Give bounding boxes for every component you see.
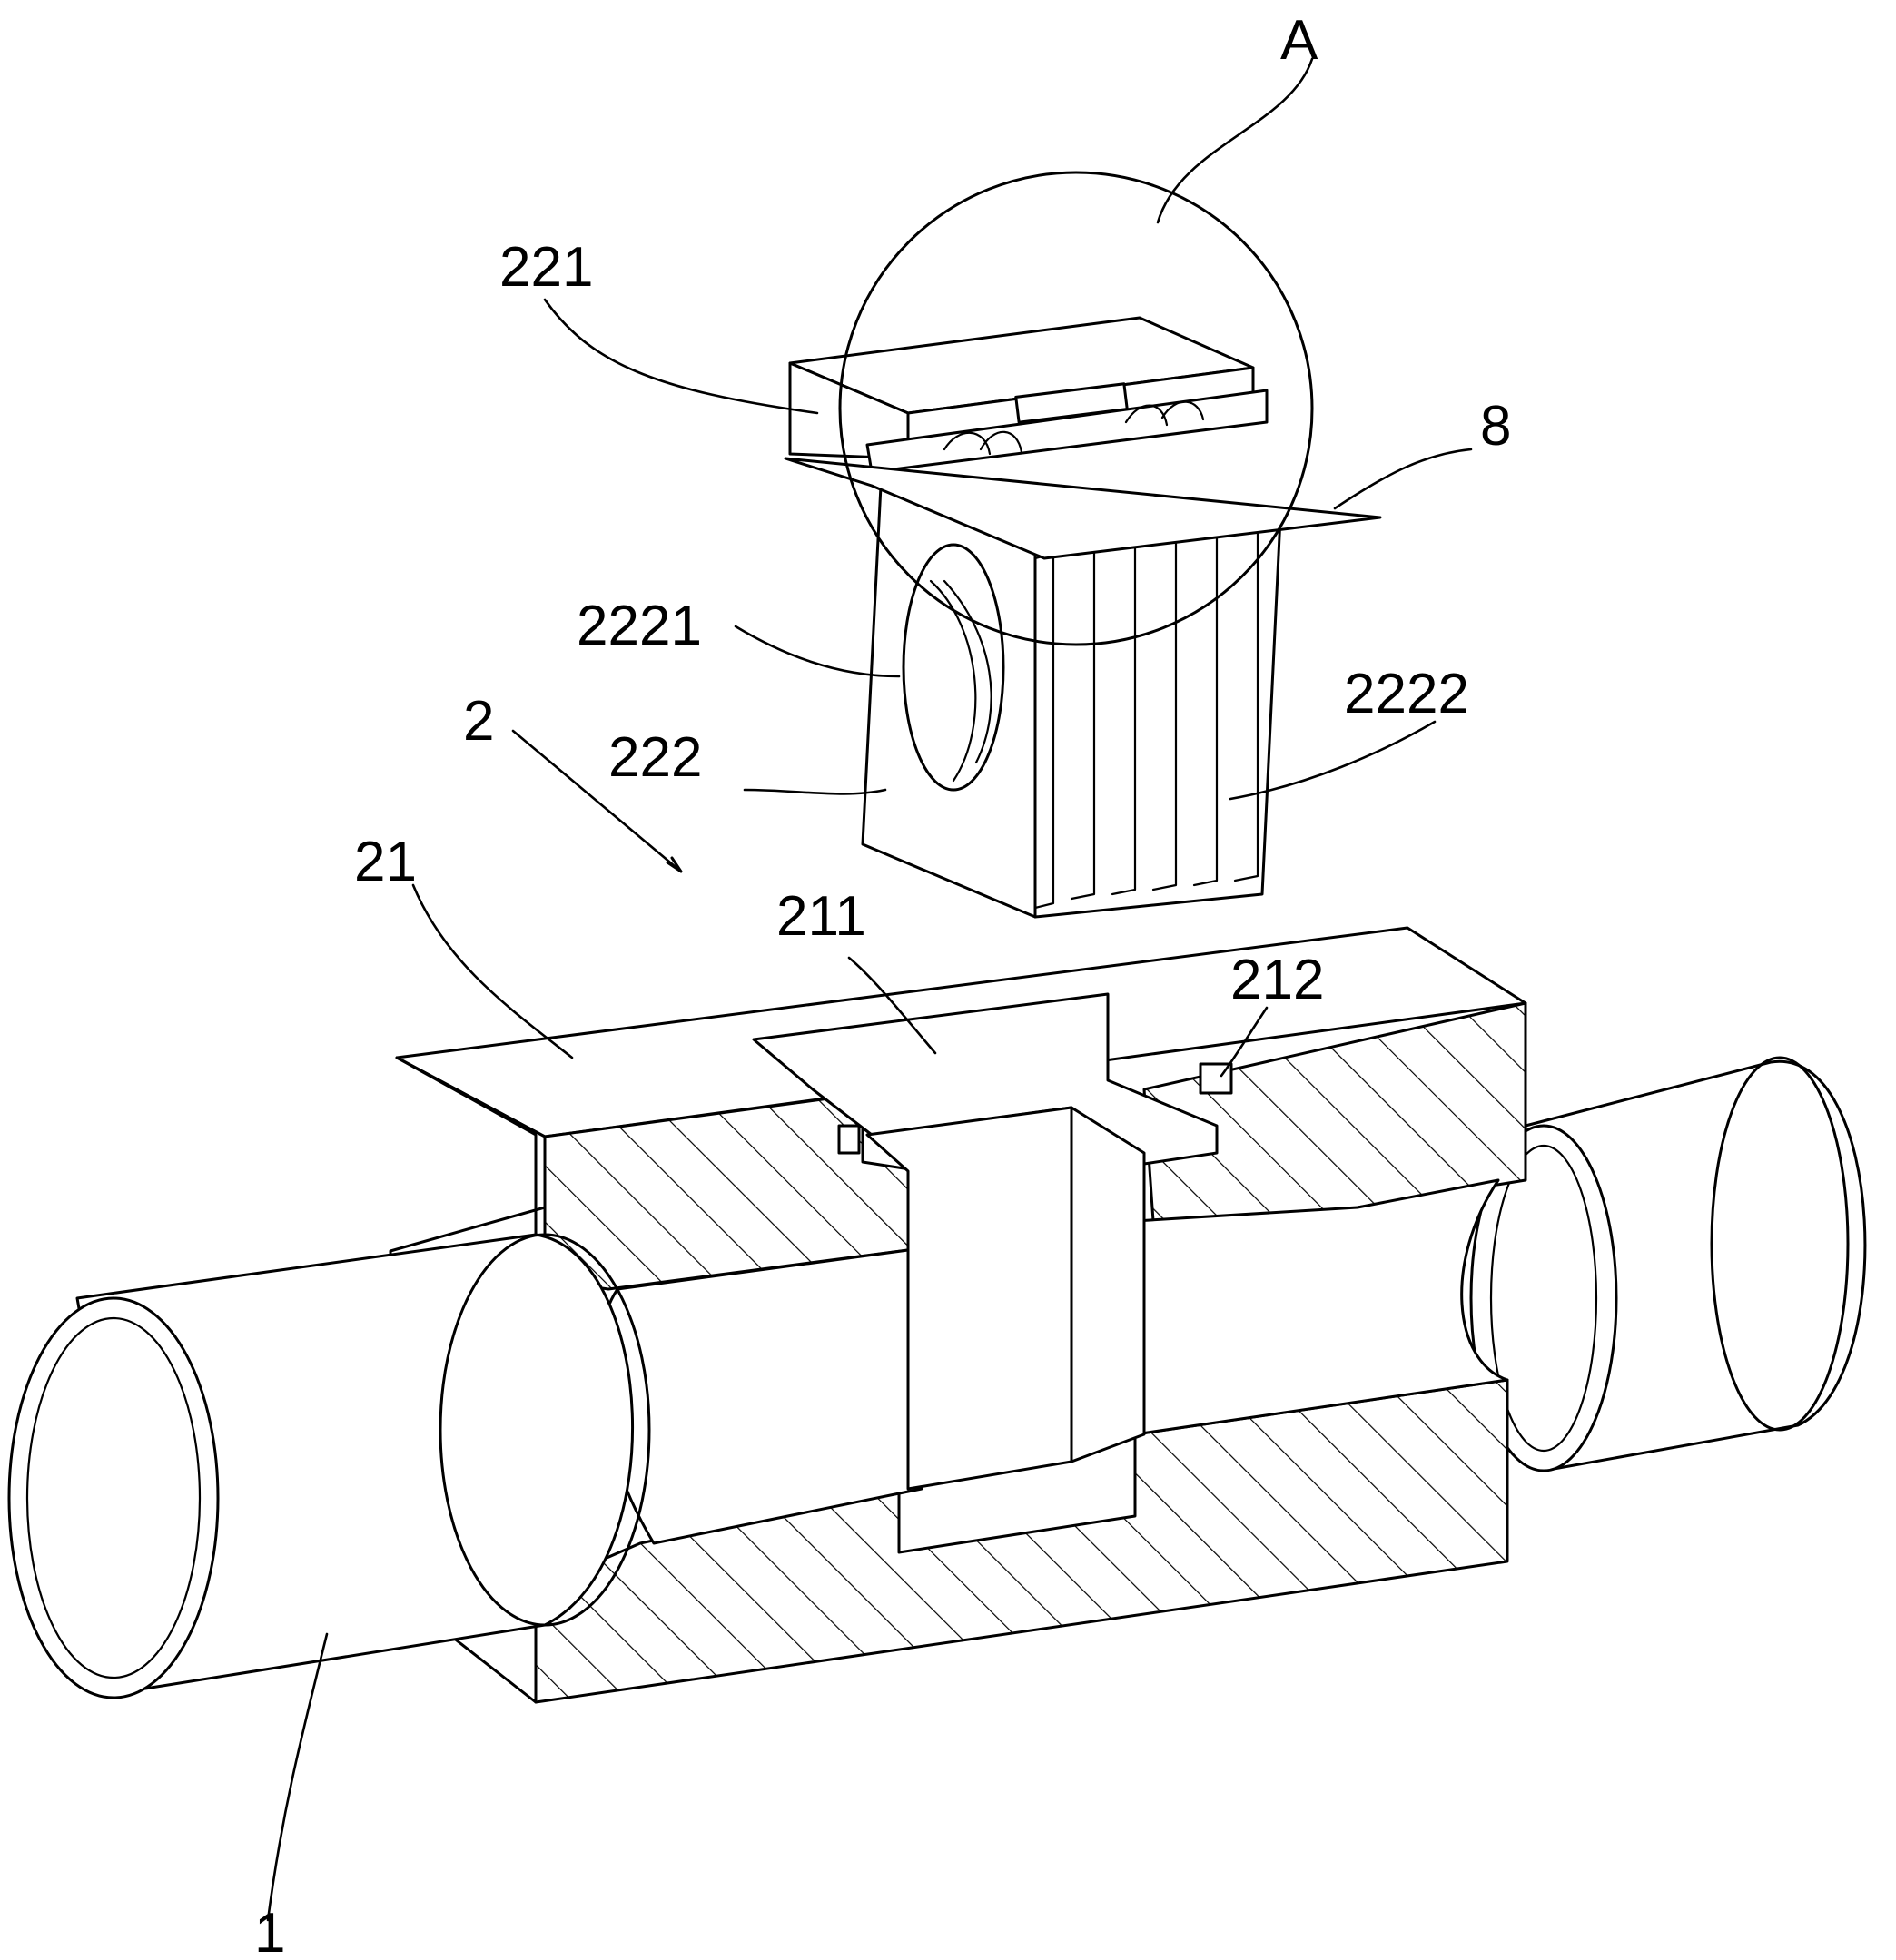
label-2222: 2222 [1344,663,1469,725]
cap-221 [788,316,1269,474]
plate-8 [784,457,1382,560]
left-pipe-1 [7,1233,651,1699]
label-2: 2 [463,690,494,753]
body-21 [389,926,1527,1704]
label-8: 8 [1480,395,1511,458]
label-222: 222 [608,726,702,789]
label-2221: 2221 [577,595,702,657]
label-212: 212 [1230,949,1324,1011]
label-21: 21 [354,831,417,893]
label-1: 1 [254,1902,285,1960]
right-pipe [1469,1056,1867,1472]
label-211: 211 [776,885,866,948]
part-labels: A 221 8 2221 2222 2 222 21 211 212 1 [254,9,1511,1960]
label-a: A [1280,9,1318,72]
label-221: 221 [499,236,593,299]
leader-lines [266,57,1473,1922]
detail-circle-a [838,171,1314,646]
